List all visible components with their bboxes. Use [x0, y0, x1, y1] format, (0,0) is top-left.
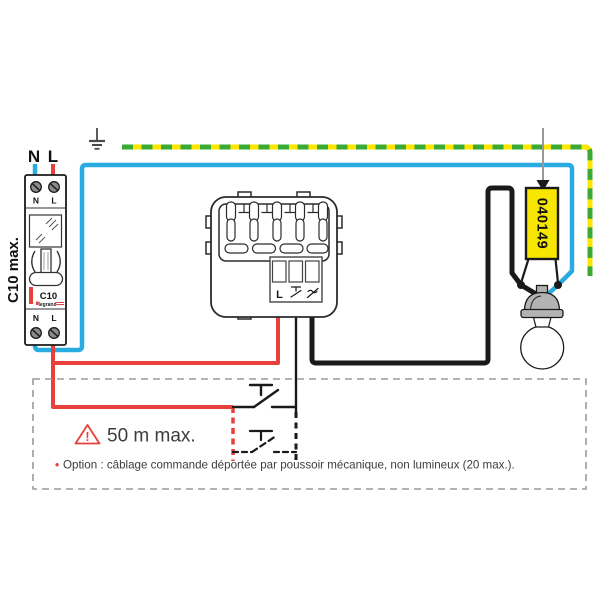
breaker-bottom-l: L	[51, 313, 56, 323]
pushbutton-1-actuator	[248, 383, 274, 397]
earth-ground-icon	[89, 128, 105, 150]
switched-load-icon	[306, 287, 319, 299]
terminal-control	[288, 260, 304, 283]
live-run-to-pushbutton	[51, 344, 233, 409]
legrand-logo-mark	[36, 301, 39, 305]
socket-dome-detail	[530, 295, 542, 312]
warning-triangle-icon: !	[74, 424, 101, 445]
reference-pointer-arrow	[536, 128, 550, 191]
breaker-top-terminals: N L	[30, 181, 60, 206]
pushbutton-2-blade	[250, 434, 278, 454]
breaker-window	[28, 214, 63, 248]
earth-wire-green-dashes	[122, 144, 593, 276]
product-label: 040149	[519, 186, 560, 284]
warning-text: 50 m max.	[107, 426, 196, 447]
module-top-slots	[225, 201, 329, 222]
bulb-glass	[520, 325, 565, 370]
option-note-text: Option : câblage commande déportée par p…	[63, 459, 515, 472]
pushbutton-1-blade	[252, 388, 280, 409]
breaker-top-l: L	[51, 196, 56, 206]
junction-dot-right	[554, 281, 562, 289]
switch-module: L	[205, 191, 343, 320]
breaker-bottom-terminals: N L	[30, 313, 60, 339]
terminal-live	[271, 260, 287, 283]
lamp	[517, 281, 565, 370]
junction-dot-left	[517, 281, 525, 289]
socket-flange	[520, 308, 564, 319]
option-note-bullet: •	[55, 458, 59, 472]
pushbutton-2-actuator	[248, 429, 274, 442]
breaker-rating-area: C10 legrand	[29, 287, 64, 308]
pushbutton-1	[231, 383, 298, 409]
option-zone-border	[32, 378, 587, 490]
terminal-load	[304, 260, 320, 283]
product-label-lead-left	[519, 258, 530, 284]
load-wire	[309, 185, 538, 366]
breaker-top-n: N	[33, 196, 39, 206]
module-top-notches	[238, 204, 319, 214]
supply-live-label: L	[48, 147, 58, 166]
terminal-live-label: L	[276, 289, 283, 301]
module-oval-slots	[226, 218, 328, 242]
breaker-red-stripe	[29, 287, 33, 304]
product-label-plate	[524, 186, 560, 261]
breaker-bottom-n: N	[33, 313, 39, 323]
product-label-lead-right	[554, 258, 560, 284]
brand-logo: legrand	[38, 302, 56, 308]
module-terminal-block: L	[269, 256, 323, 303]
bulb-neck	[532, 316, 552, 328]
product-reference: 040149	[534, 198, 550, 249]
pushbutton-contact-icon	[290, 286, 302, 298]
live-branch-to-module	[53, 301, 280, 365]
neutral-run	[32, 162, 575, 353]
socket-dome	[523, 291, 561, 312]
circuit-breaker: N L C10 max. N L	[5, 147, 67, 346]
neutral-wire	[32, 162, 575, 353]
warning-mark: !	[85, 430, 89, 444]
supply-neutral-label: N	[28, 147, 40, 166]
module-pill-slots	[224, 243, 329, 254]
earth-wire	[122, 144, 593, 276]
breaker-side-note: C10 max.	[5, 237, 22, 303]
breaker-model: C10	[40, 291, 57, 302]
breaker-toggle	[28, 248, 64, 287]
pushbutton-2-optional	[231, 429, 298, 454]
